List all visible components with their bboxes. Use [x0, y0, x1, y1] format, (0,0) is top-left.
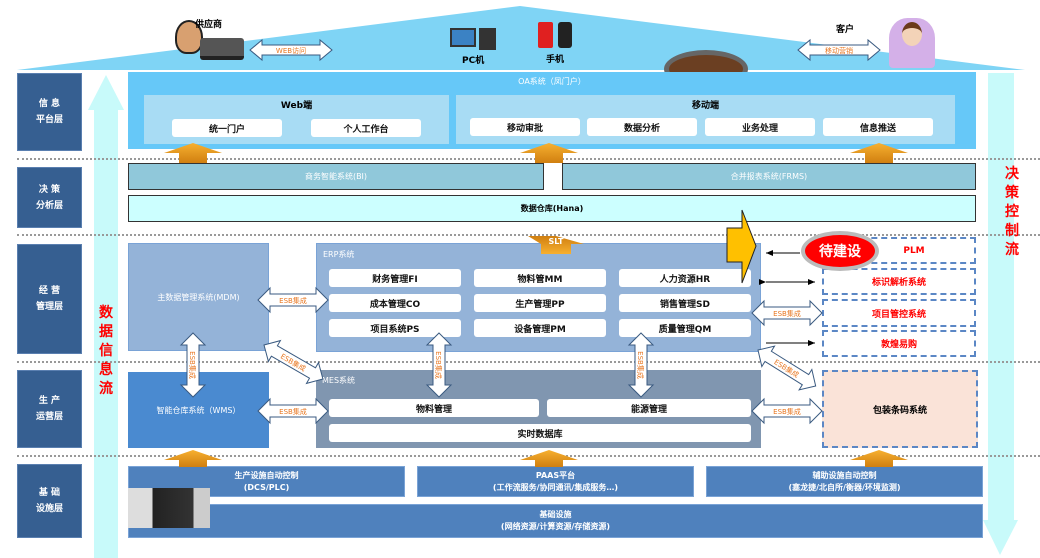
layer-decision-analysis: 决 策分析层 — [17, 167, 82, 228]
erp-hr[interactable]: 人力资源HR — [619, 269, 751, 287]
data-warehouse[interactable]: 数据仓库(Hana) — [128, 195, 976, 222]
auxiliary-automation[interactable]: 辅助设施自动控制(塞龙捷/北自所/衡器/环境监测) — [706, 466, 983, 497]
layer-info-platform: 信 息平台层 — [17, 73, 82, 151]
bi-system[interactable]: 商务智能系统(BI) — [128, 163, 544, 190]
mes-title: MES系统 — [322, 376, 356, 385]
control-flow-down-arrow — [983, 73, 1018, 555]
identification-system[interactable]: 标识解析系统 — [822, 268, 976, 295]
packaging-barcode-system[interactable]: 包装条码系统 — [822, 370, 978, 448]
mes-material-management[interactable]: 物料管理 — [329, 399, 539, 417]
phone-label: 手机 — [546, 55, 565, 65]
divider — [17, 234, 1040, 236]
customer-icon — [889, 18, 935, 68]
mes-realtime-database[interactable]: 实时数据库 — [329, 424, 751, 442]
erp-pm[interactable]: 设备管理PM — [474, 319, 606, 337]
decision-control-flow-label: 决策控制流 — [1005, 166, 1019, 258]
erp-qm[interactable]: 质量管理QM — [619, 319, 751, 337]
divider — [17, 455, 1040, 457]
mes-energy-management[interactable]: 能源管理 — [547, 399, 751, 417]
dunhuang-ego-system[interactable]: 敦煌易购 — [822, 330, 976, 357]
layer-production-operation: 生 产运营层 — [17, 370, 82, 448]
erp-fi[interactable]: 财务管理FI — [329, 269, 461, 287]
erp-ps[interactable]: 项目系统PS — [329, 319, 461, 337]
top-banner — [17, 6, 1025, 70]
erp-co[interactable]: 成本管理CO — [329, 294, 461, 312]
layer-infrastructure: 基 础设施层 — [17, 464, 82, 538]
data-info-flow-label: 数据信息流 — [99, 305, 113, 397]
project-control-system[interactable]: 项目管控系统 — [822, 299, 976, 327]
web-title: Web端 — [280, 101, 313, 111]
business-processing-button[interactable]: 业务处理 — [705, 118, 815, 136]
server-room-photo — [128, 488, 210, 528]
pc-tower-icon — [479, 28, 496, 50]
erp-sd[interactable]: 销售管理SD — [619, 294, 751, 312]
personal-workbench-button[interactable]: 个人工作台 — [311, 119, 421, 137]
truck-icon — [200, 38, 244, 60]
pc-icon — [450, 28, 476, 47]
mdm-system[interactable]: 主数据管理系统(MDM) — [128, 243, 269, 351]
pc-label: PC机 — [462, 56, 485, 66]
supplier-icon — [175, 20, 203, 54]
divider — [17, 158, 1040, 160]
phone-icon — [558, 22, 572, 48]
frms-system[interactable]: 合并报表系统(FRMS) — [562, 163, 976, 190]
mobile-title: 移动端 — [691, 101, 719, 111]
customer-label: 客户 — [836, 25, 855, 35]
unified-portal-button[interactable]: 统一门户 — [172, 119, 282, 137]
erp-title: ERP系统 — [323, 250, 355, 259]
divider — [17, 361, 1040, 363]
app-icon — [538, 22, 553, 48]
erp-pp[interactable]: 生产管理PP — [474, 294, 606, 312]
data-analysis-button[interactable]: 数据分析 — [587, 118, 697, 136]
todo-badge: 待建设 — [801, 231, 879, 271]
data-flow-up-arrow — [88, 75, 124, 558]
oa-title: OA系统（凤门户） — [518, 77, 586, 86]
info-push-button[interactable]: 信息推送 — [823, 118, 933, 136]
erp-mm[interactable]: 物料管MM — [474, 269, 606, 287]
layer-business-management: 经 营管理层 — [17, 244, 82, 354]
wms-system[interactable]: 智能仓库系统（WMS） — [128, 372, 269, 448]
supplier-label: 供应商 — [195, 20, 223, 30]
base-infrastructure[interactable]: 基础设施(网络资源/计算资源/存储资源) — [128, 504, 983, 538]
mobile-approval-button[interactable]: 移动审批 — [470, 118, 580, 136]
paas-platform[interactable]: PAAS平台(工作流服务/协同通讯/集成服务…) — [417, 466, 694, 497]
